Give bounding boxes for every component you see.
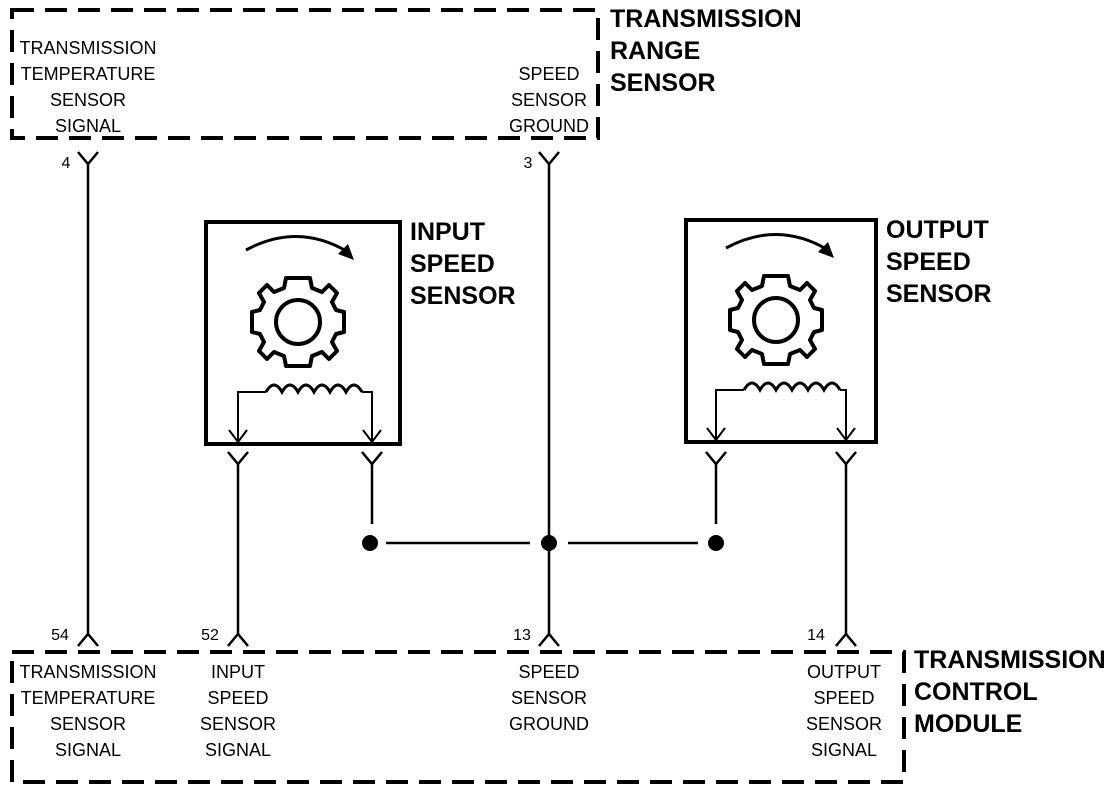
tcm-title-line-1: TRANSMISSION [914,646,1104,674]
range-ground-label-line-2: SENSOR [511,90,587,110]
tcm-temp-label-line-3: SENSOR [50,714,126,734]
output-title-line-2: SPEED [886,248,971,276]
output-speed-sensor-box [684,218,878,444]
output-title-line-1: OUTPUT [886,216,989,244]
output-coil-leads [715,389,847,438]
pin-54-label: 54 [51,627,69,644]
connector-pin-52 [227,632,249,647]
connector-pin-3 [538,151,560,166]
tcm-temp-label-line-1: TRANSMISSION [19,662,156,682]
tcm-temp-label-line-4: SIGNAL [55,740,121,760]
input-gear-icon [250,276,346,368]
range-sensor-outline [10,8,600,140]
range-sensor-title: TRANSMISSION RANGE SENSOR [610,5,802,97]
input-title-line-2: SPEED [410,250,495,278]
tcm-output-signal-label: OUTPUT SPEED SENSOR SIGNAL [806,662,882,760]
tcm-output-label-line-2: SPEED [813,688,874,708]
range-ground-label-line-3: GROUND [509,116,589,136]
input-connector-b [361,451,383,466]
pin-4-label: 4 [62,155,71,172]
connector-pin-14 [835,632,857,647]
range-speed-ground-label: SPEED SENSOR GROUND [509,64,589,136]
output-connector-b [835,451,857,466]
pin-13-label: 13 [513,627,531,644]
input-coil-leads [237,391,373,440]
pin-14-label: 14 [807,627,825,644]
output-gear-icon [728,274,824,366]
tcm-input-label-line-4: SIGNAL [205,740,271,760]
tcm-speed-ground-label: SPEED SENSOR GROUND [509,662,589,734]
input-lead-arrows [228,429,382,444]
range-temp-label-line-1: TRANSMISSION [19,38,156,58]
connector-pin-4 [77,151,99,166]
splice-dot-input [362,535,378,551]
range-temp-label-line-2: TEMPERATURE [21,64,156,84]
tcm-input-label-line-3: SENSOR [200,714,276,734]
tcm-input-label-line-1: INPUT [211,662,265,682]
range-sensor-title-line-3: SENSOR [610,69,716,97]
input-title-line-3: SENSOR [410,282,516,310]
tcm-title-line-3: MODULE [914,710,1022,738]
tcm-title-line-2: CONTROL [914,678,1038,706]
tcm-output-label-line-1: OUTPUT [807,662,881,682]
tcm-output-label-line-4: SIGNAL [811,740,877,760]
output-lead-arrows [706,427,856,442]
tcm-title: TRANSMISSION CONTROL MODULE [914,646,1104,738]
output-speed-sensor-title: OUTPUT SPEED SENSOR [886,216,992,308]
tcm-ground-label-line-2: SENSOR [511,688,587,708]
range-temp-label-line-4: SIGNAL [55,116,121,136]
tcm-input-label-line-2: SPEED [207,688,268,708]
tcm-output-label-line-3: SENSOR [806,714,882,734]
pin-3-label: 3 [524,155,533,172]
connector-pin-13 [538,632,560,647]
output-title-line-3: SENSOR [886,280,992,308]
range-temp-signal-label: TRANSMISSION TEMPERATURE SENSOR SIGNAL [19,38,156,136]
pin-52-label: 52 [201,627,219,644]
range-temp-label-line-3: SENSOR [50,90,126,110]
input-connector-a [227,451,249,466]
tcm-temp-label-line-2: TEMPERATURE [21,688,156,708]
range-sensor-title-line-1: TRANSMISSION [610,5,802,33]
input-title-line-1: INPUT [410,218,485,246]
range-sensor-title-line-2: RANGE [610,37,700,65]
splice-dot-ground [541,535,557,551]
input-speed-sensor-title: INPUT SPEED SENSOR [410,218,516,310]
output-connector-a [705,451,727,466]
splice-dot-output [708,535,724,551]
tcm-ground-label-line-1: SPEED [518,662,579,682]
tcm-ground-label-line-3: GROUND [509,714,589,734]
tcm-outline [10,650,906,784]
connector-pin-54 [77,632,99,647]
tcm-input-signal-label: INPUT SPEED SENSOR SIGNAL [200,662,276,760]
tcm-temp-signal-label: TRANSMISSION TEMPERATURE SENSOR SIGNAL [19,662,156,760]
range-ground-label-line-1: SPEED [518,64,579,84]
